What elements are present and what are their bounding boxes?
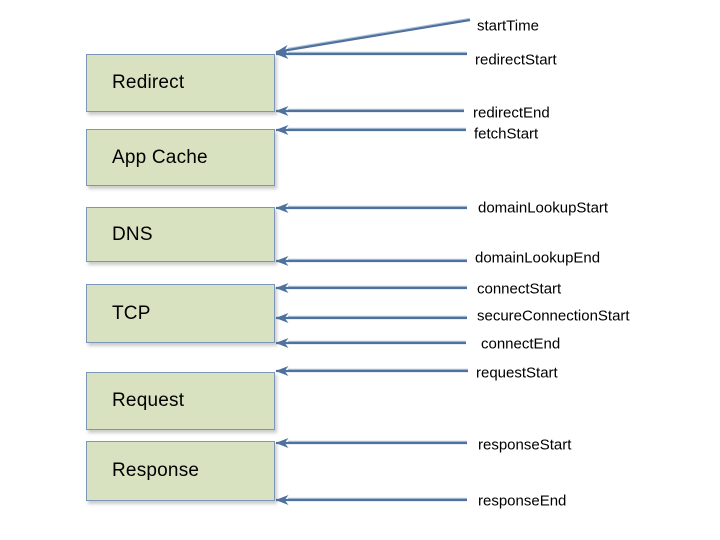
arrow-highlight xyxy=(287,17,470,50)
arrows-group xyxy=(275,17,471,505)
arrow-start-time xyxy=(275,18,471,55)
